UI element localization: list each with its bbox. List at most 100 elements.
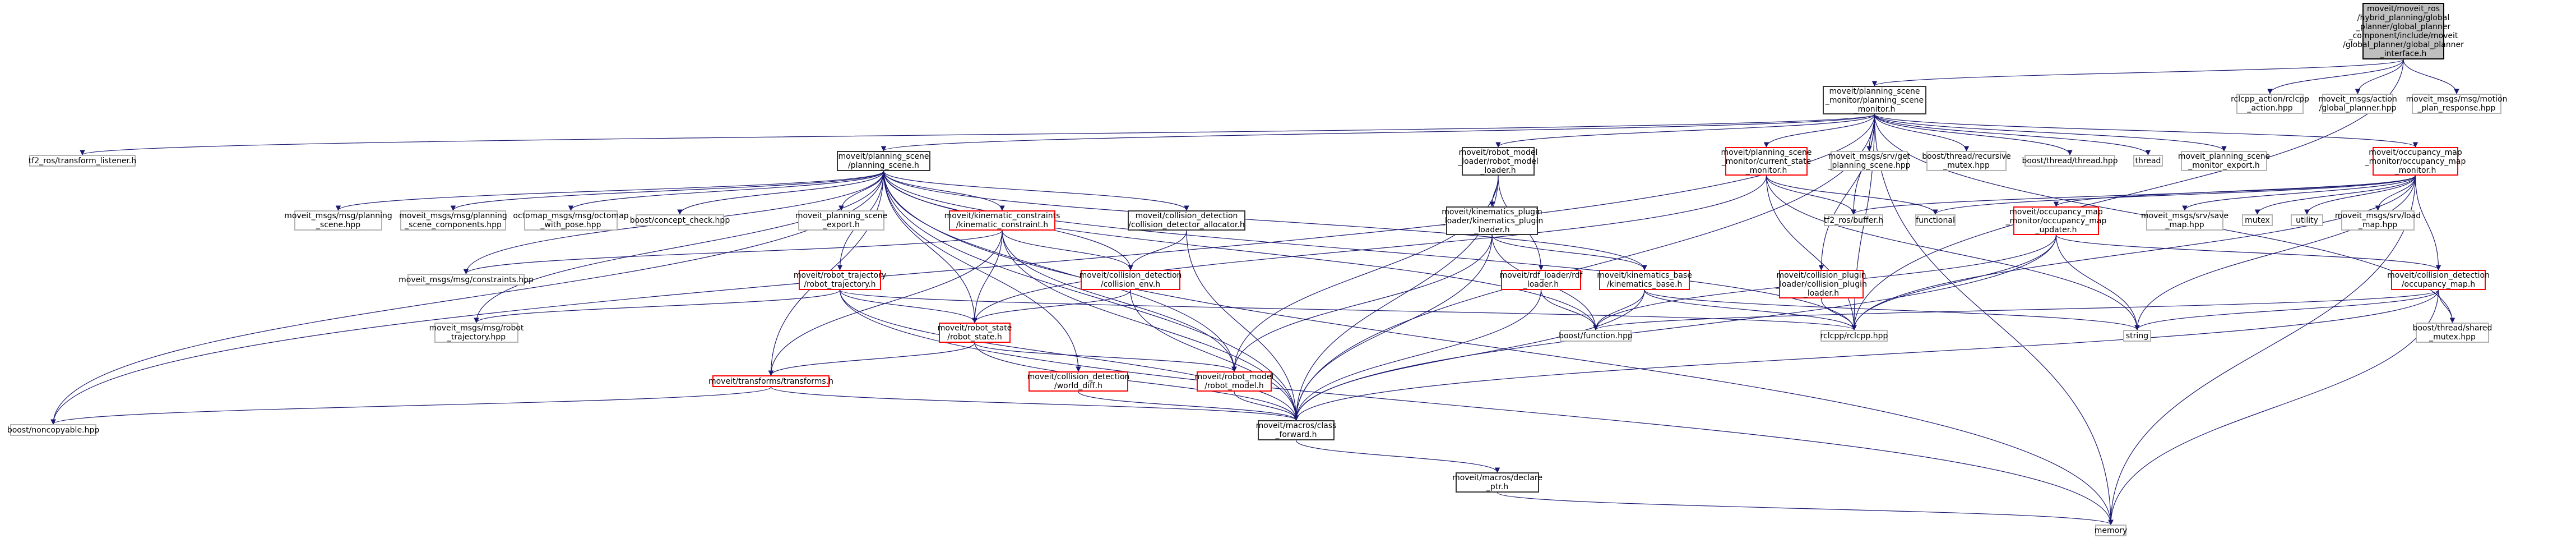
node-label: boost/thread/recursive _mutex.hpp bbox=[1922, 152, 2011, 170]
edge-ps-to-concept bbox=[677, 171, 884, 215]
node-label: moveit/collision_plugin _loader/collisio… bbox=[1776, 270, 1867, 298]
node-cenv[interactable]: moveit/collision_detection /collision_en… bbox=[1079, 270, 1182, 290]
edge-cd_alloc-to-cenv bbox=[1128, 230, 1187, 270]
node-label: mutex bbox=[2245, 215, 2270, 225]
edge-tf-to-noncopy bbox=[50, 387, 772, 425]
edge-world_diff-to-classfwd bbox=[1078, 391, 1299, 421]
node-label: moveit/occupancy_map _monitor/occupancy_… bbox=[2365, 148, 2466, 175]
node-root: moveit/moveit_ros /hybrid_planning/globa… bbox=[2343, 3, 2464, 59]
node-label: moveit/kinematics_base /kinematics_base.… bbox=[1597, 271, 1692, 289]
edge-com-to-classfwd bbox=[1293, 289, 2439, 421]
node-utility: utility bbox=[2291, 214, 2323, 226]
node-classfwd[interactable]: moveit/macros/class _forward.h bbox=[1256, 420, 1336, 440]
edge-kb-to-bfunc bbox=[1593, 289, 1645, 330]
edge-ps-to-memory bbox=[883, 171, 2114, 525]
node-rt-msg: moveit_msgs/msg/robot _trajectory.hpp bbox=[429, 323, 523, 343]
node-cd-alloc[interactable]: moveit/collision_detection /collision_de… bbox=[1128, 210, 1245, 231]
node-ps-export: moveit_planning_scene _export.h bbox=[795, 210, 888, 231]
node-label: moveit/robot_trajectory /robot_trajector… bbox=[793, 271, 887, 289]
node-label: moveit_msgs/srv/save _map.hpp bbox=[2141, 211, 2229, 229]
edge-ps-to-cd_alloc bbox=[883, 171, 1189, 211]
edge-ommu-to-classfwd bbox=[1293, 234, 2057, 421]
edge-ps-to-rt_msg bbox=[474, 171, 884, 323]
edge-root-to-motion_resp bbox=[2403, 59, 2459, 94]
node-action-gp: moveit_msgs/action /global_planner.hpp bbox=[2318, 94, 2397, 114]
node-label: moveit_msgs/msg/constraints.hpp bbox=[399, 275, 534, 284]
edge-psm-to-psm_export bbox=[1874, 114, 2227, 151]
node-rdf[interactable]: moveit/rdf_loader/rdf _loader.h bbox=[1500, 270, 1582, 290]
edge-kin_constr-to-cenv bbox=[1002, 230, 1133, 270]
node-motion-resp: moveit_msgs/msg/motion _plan_response.hp… bbox=[2406, 94, 2507, 114]
node-label: moveit_msgs/msg/planning _scene.hpp bbox=[284, 211, 392, 229]
edge-cd_alloc-to-classfwd bbox=[1186, 230, 1299, 421]
node-constraints: moveit_msgs/msg/constraints.hpp bbox=[399, 274, 534, 286]
edge-csm-to-rs bbox=[972, 175, 1767, 323]
edge-kin_constr-to-rs bbox=[972, 230, 1003, 323]
node-label: boost/noncopyable.hpp bbox=[7, 425, 100, 435]
node-octomap: octomap_msgs/msg/octomap _with_pose.hpp bbox=[513, 210, 629, 231]
node-string: string bbox=[2123, 330, 2151, 342]
edge-psm-to-ps bbox=[881, 114, 1875, 151]
node-psm[interactable]: moveit/planning_scene _monitor/planning_… bbox=[1823, 86, 1926, 114]
node-ps-msg: moveit_msgs/msg/planning _scene.hpp bbox=[284, 210, 392, 231]
edge-com-to-string bbox=[2134, 289, 2439, 330]
edge-omm-to-srv_load bbox=[2375, 175, 2416, 211]
edge-rs-to-classfwd bbox=[974, 342, 1299, 421]
node-label: moveit/collision_detection /world_diff.h bbox=[1027, 373, 1130, 390]
node-kb[interactable]: moveit/kinematics_base /kinematics_base.… bbox=[1597, 270, 1692, 290]
node-label: utility bbox=[2296, 215, 2318, 225]
edge-rt-to-rclcpp bbox=[839, 289, 1857, 330]
edge-psm-to-bthread bbox=[1874, 114, 2073, 155]
edge-tf-to-classfwd bbox=[770, 387, 1299, 421]
node-srv-load: moveit_msgs/srv/load _map.hpp bbox=[2335, 210, 2421, 231]
node-com[interactable]: moveit/collision_detection /occupancy_ma… bbox=[2387, 270, 2490, 290]
node-label: rclcpp_action/rclcpp _action.hpp bbox=[2231, 95, 2309, 113]
edge-rdf-to-classfwd bbox=[1293, 289, 1542, 421]
node-label: moveit/moveit_ros /hybrid_planning/globa… bbox=[2343, 4, 2464, 58]
node-csm[interactable]: moveit/planning_scene _monitor/current_s… bbox=[1721, 147, 1812, 176]
node-label: moveit/robot_model /robot_model.h bbox=[1194, 373, 1274, 390]
edge-rt-to-rt_msg bbox=[474, 289, 841, 323]
edge-omm-to-srv_save bbox=[2182, 175, 2416, 211]
edge-cenv-to-rs bbox=[972, 289, 1131, 323]
node-cpl[interactable]: moveit/collision_plugin _loader/collisio… bbox=[1776, 270, 1867, 298]
node-declptr[interactable]: moveit/macros/declare _ptr.h bbox=[1452, 472, 1542, 493]
node-rm[interactable]: moveit/robot_model /robot_model.h bbox=[1194, 371, 1274, 392]
node-rclcpp-action: rclcpp_action/rclcpp _action.hpp bbox=[2231, 94, 2309, 114]
node-label: moveit/kinematics_plugin _loader/kinemat… bbox=[1440, 207, 1544, 234]
node-label: moveit/kinematic_constraints /kinematic_… bbox=[944, 211, 1060, 229]
node-rs[interactable]: moveit/robot_state /robot_state.h bbox=[938, 323, 1012, 343]
node-tf[interactable]: moveit/transforms/transforms.h bbox=[708, 375, 833, 387]
node-memory: memory bbox=[2095, 525, 2127, 536]
node-ps-comp: moveit_msgs/msg/planning _scene_componen… bbox=[399, 210, 507, 231]
edge-csm-to-functional bbox=[1766, 175, 1938, 215]
edge-root-to-action_gp bbox=[2355, 59, 2404, 94]
edge-rs-to-tf bbox=[768, 342, 975, 376]
node-bfunc: boost/function.hpp bbox=[1559, 330, 1633, 342]
node-rml[interactable]: moveit/robot_model _loader/robot_model _… bbox=[1458, 147, 1539, 176]
node-label: moveit_planning_scene _export.h bbox=[795, 211, 888, 229]
edge-kb-to-rclcpp bbox=[1644, 289, 1857, 330]
node-label: moveit_planning_scene _monitor_export.h bbox=[2177, 152, 2271, 170]
edge-rdf-to-bfunc bbox=[1540, 289, 1599, 330]
node-psm-export: moveit_planning_scene _monitor_export.h bbox=[2177, 151, 2271, 171]
node-label: moveit/macros/declare _ptr.h bbox=[1452, 473, 1542, 491]
node-kpl[interactable]: moveit/kinematics_plugin _loader/kinemat… bbox=[1441, 206, 1543, 235]
node-ommu[interactable]: moveit/occupancy_map _monitor/occupancy_… bbox=[2006, 206, 2106, 235]
edge-ps-to-octomap bbox=[568, 171, 884, 211]
node-label: moveit/planning_scene _monitor/planning_… bbox=[1825, 86, 1924, 114]
node-thread: thread bbox=[2133, 155, 2163, 167]
node-omm[interactable]: moveit/occupancy_map _monitor/occupancy_… bbox=[2365, 147, 2466, 176]
node-label: boost/thread/thread.hpp bbox=[2022, 156, 2118, 165]
edge-ommu-to-com bbox=[2055, 234, 2441, 270]
node-ps[interactable]: moveit/planning_scene /planning_scene.h bbox=[837, 151, 930, 171]
node-label: moveit_msgs/msg/robot _trajectory.hpp bbox=[429, 324, 524, 342]
edge-rs-to-rm bbox=[974, 342, 1237, 372]
node-label: moveit_msgs/srv/get _planning_scene.hpp bbox=[1828, 152, 1911, 170]
node-label: rclcpp/rclcpp.hpp bbox=[1820, 331, 1888, 341]
node-rt[interactable]: moveit/robot_trajectory /robot_trajector… bbox=[794, 270, 886, 290]
node-world-diff[interactable]: moveit/collision_detection /world_diff.h bbox=[1027, 371, 1130, 392]
node-label: moveit/planning_scene _monitor/current_s… bbox=[1721, 148, 1812, 175]
node-kin-constr[interactable]: moveit/kinematic_constraints /kinematic_… bbox=[944, 210, 1060, 231]
edge-psm-to-thread bbox=[1874, 114, 2151, 155]
